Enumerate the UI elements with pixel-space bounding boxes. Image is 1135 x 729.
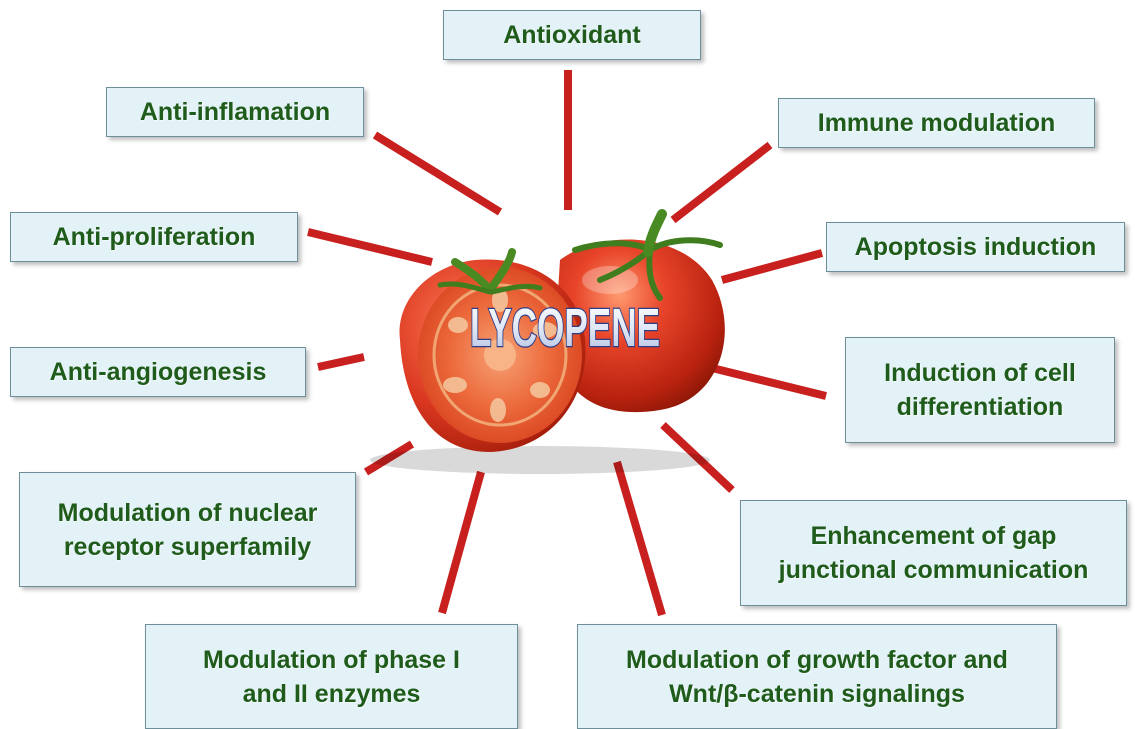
label-phase-enzymes-line-1: Modulation of phase I xyxy=(203,643,460,677)
label-cell-differentiation-line-2: differentiation xyxy=(897,390,1064,424)
box-phase-enzymes: Modulation of phase I and II enzymes xyxy=(145,624,518,729)
connector-anti-proliferation xyxy=(308,232,432,262)
box-apoptosis-induction: Apoptosis induction xyxy=(826,222,1125,272)
box-growth-factor: Modulation of growth factor and Wnt/β-ca… xyxy=(577,624,1057,729)
box-nuclear-receptor: Modulation of nuclear receptor superfami… xyxy=(19,472,356,587)
label-nuclear-receptor-line-1: Modulation of nuclear xyxy=(58,496,318,530)
label-growth-factor-line-2: Wnt/β-catenin signalings xyxy=(669,677,965,711)
lycopene-label: LYCOPENE xyxy=(470,298,660,358)
connector-apoptosis xyxy=(722,253,822,280)
label-gap-junctional-line-2: junctional communication xyxy=(779,553,1089,587)
box-immune-modulation: Immune modulation xyxy=(778,98,1095,148)
label-anti-proliferation: Anti-proliferation xyxy=(53,220,256,254)
label-immune-modulation: Immune modulation xyxy=(818,106,1056,140)
label-anti-angiogenesis: Anti-angiogenesis xyxy=(50,355,267,389)
box-anti-angiogenesis: Anti-angiogenesis xyxy=(10,347,306,397)
connector-growth-factor xyxy=(617,462,662,615)
label-gap-junctional-line-1: Enhancement of gap xyxy=(811,519,1057,553)
label-apoptosis-induction: Apoptosis induction xyxy=(855,230,1097,264)
label-growth-factor-line-1: Modulation of growth factor and xyxy=(626,643,1008,677)
box-cell-differentiation: Induction of cell differentiation xyxy=(845,337,1115,443)
label-antioxidant: Antioxidant xyxy=(503,18,641,52)
connector-cell-differentiation xyxy=(712,368,826,396)
box-anti-proliferation: Anti-proliferation xyxy=(10,212,298,262)
connector-anti-inflamation xyxy=(375,135,500,212)
connector-immune-modulation xyxy=(673,145,770,220)
label-phase-enzymes-line-2: and II enzymes xyxy=(243,677,421,711)
connector-phase-enzymes xyxy=(442,472,481,613)
box-gap-junctional: Enhancement of gap junctional communicat… xyxy=(740,500,1127,606)
box-antioxidant: Antioxidant xyxy=(443,10,701,60)
label-nuclear-receptor-line-2: receptor superfamily xyxy=(64,530,311,564)
label-cell-differentiation-line-1: Induction of cell xyxy=(884,356,1076,390)
connector-anti-angiogenesis xyxy=(318,357,364,367)
box-anti-inflamation: Anti-inflamation xyxy=(106,87,364,137)
label-anti-inflamation: Anti-inflamation xyxy=(140,95,330,129)
